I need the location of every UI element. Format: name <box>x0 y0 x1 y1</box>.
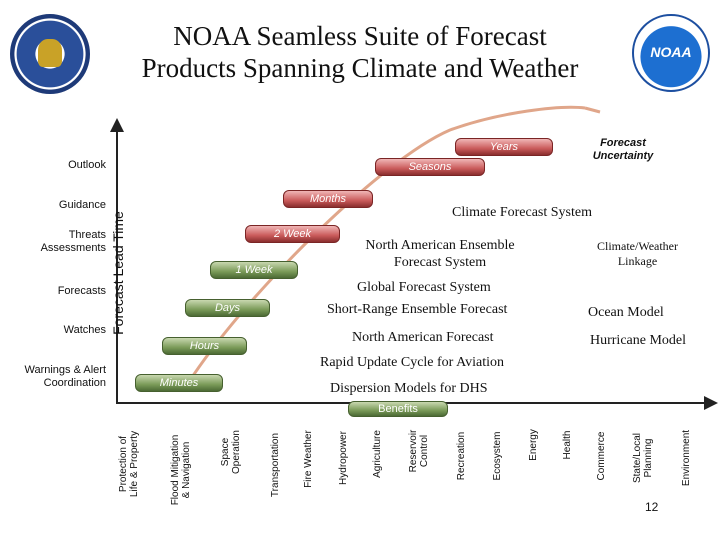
benefit-energy: Energy <box>528 429 539 461</box>
bar-2-week: 2 Week <box>245 225 340 243</box>
bar-hours: Hours <box>162 337 247 355</box>
benefit-recreation: Recreation <box>456 431 467 481</box>
system-climate-weather-linkage: Climate/Weather Linkage <box>597 239 678 268</box>
label-warnings: Warnings & Alert Coordination <box>24 364 106 389</box>
benefit-reservoir-control: Reservoir Control <box>408 429 430 473</box>
bar-1-week: 1 Week <box>210 261 298 279</box>
system-dispersion: Dispersion Models for DHS <box>330 381 488 396</box>
benefit-transportation: Transportation <box>270 432 281 498</box>
benefit-ecosystem: Ecosystem <box>492 431 503 481</box>
bar-months: Months <box>283 190 373 208</box>
system-short-range-ensemble: Short-Range Ensemble Forecast <box>327 302 508 317</box>
label-watches: Watches <box>63 324 106 336</box>
label-outlook: Outlook <box>68 159 106 171</box>
title-line-2: Products Spanning Climate and Weather <box>141 53 579 83</box>
benefit-agriculture: Agriculture <box>372 430 383 478</box>
benefit-state-local-planning: State/Local Planning <box>632 432 654 484</box>
benefit-fire-weather: Fire Weather <box>303 430 314 488</box>
benefit-protection: Protection of Life & Property <box>118 430 140 498</box>
bar-days: Days <box>185 299 270 317</box>
benefit-commerce: Commerce <box>596 431 607 481</box>
bar-years: Years <box>455 138 553 156</box>
label-guidance: Guidance <box>58 199 106 211</box>
eagle-icon <box>38 39 62 67</box>
doc-seal-logo <box>10 14 90 94</box>
page-title: NOAA Seamless Suite of Forecast Products… <box>100 20 620 84</box>
title-line-1: NOAA Seamless Suite of Forecast <box>173 21 547 51</box>
arrow-right-icon <box>704 396 718 410</box>
bar-seasons: Seasons <box>375 158 485 176</box>
system-climate-forecast: Climate Forecast System <box>452 205 592 220</box>
benefit-hydropower: Hydropower <box>338 431 349 485</box>
bar-minutes: Minutes <box>135 374 223 392</box>
system-na-ensemble: North American Ensemble Forecast System <box>365 238 515 270</box>
system-na-forecast: North American Forecast <box>352 330 494 345</box>
noaa-logo: NOAA <box>632 14 710 92</box>
system-rapid-update: Rapid Update Cycle for Aviation <box>320 355 505 370</box>
arrow-up-icon <box>110 118 124 132</box>
system-global-forecast: Global Forecast System <box>357 280 491 295</box>
benefit-space-operation: Space Operation <box>220 430 242 474</box>
page-number: 12 <box>645 500 659 514</box>
benefit-flood-mitigation: Flood Mitigation & Navigation <box>170 434 192 506</box>
label-threats: Threats Assessments <box>40 229 106 254</box>
system-hurricane-model: Hurricane Model <box>590 333 687 348</box>
lead-time-axis-label: Forecast Lead Time <box>110 211 126 335</box>
label-forecasts: Forecasts <box>57 285 106 297</box>
noaa-logo-text: NOAA <box>650 44 692 60</box>
forecast-uncertainty-label: Forecast Uncertainty <box>592 137 654 162</box>
lead-time-axis <box>116 130 118 404</box>
system-ocean-model: Ocean Model <box>588 305 664 320</box>
benefit-environment: Environment <box>681 429 692 487</box>
benefit-health: Health <box>562 430 573 460</box>
benefits-label: Benefits <box>348 401 448 417</box>
